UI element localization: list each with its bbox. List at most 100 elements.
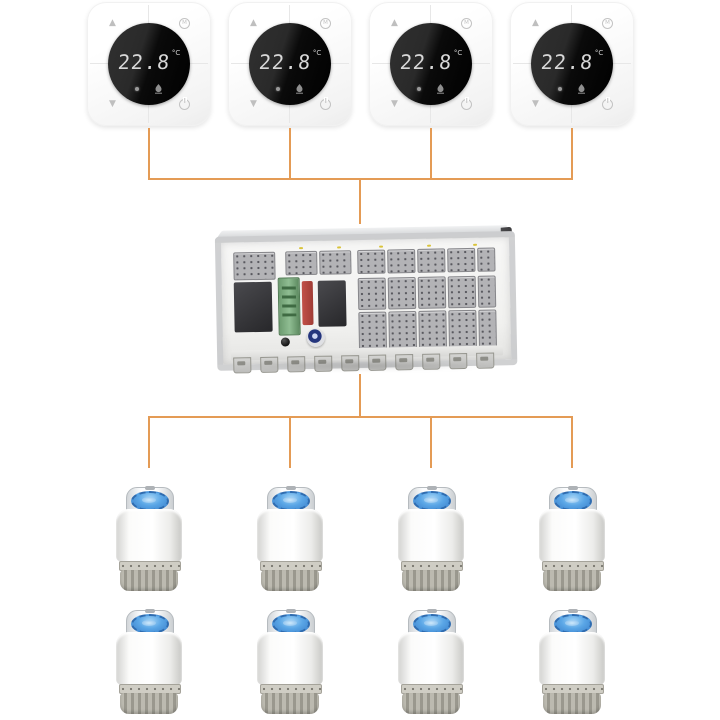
terminal-block (417, 248, 446, 273)
relay-component (317, 280, 347, 327)
terminal-block (357, 249, 386, 275)
arrow-down-icon: ▼ (532, 99, 539, 109)
thermostat-1: ▲ M ▼ 22.8°C (87, 2, 211, 126)
gear-dial-icon (413, 614, 451, 634)
actuator-base-ring (543, 693, 601, 714)
actuator-7 (398, 609, 464, 714)
terminal-block (285, 250, 318, 276)
cap-notch (427, 486, 437, 490)
terminal-block (387, 248, 416, 274)
terminal-block (478, 309, 498, 348)
actuator-body (257, 632, 323, 685)
terminal-block (387, 276, 417, 310)
temperature-readout: 22.8°C (390, 49, 472, 74)
display-icons (390, 79, 472, 98)
terminal-block (447, 247, 476, 273)
mode-letter: M (605, 20, 610, 26)
cap-notch (427, 609, 437, 613)
actuator-body (539, 509, 605, 562)
display: 22.8°C (531, 23, 613, 105)
status-dot-icon (558, 87, 563, 91)
actuator-base-ring (543, 570, 601, 591)
box-shadow (234, 361, 492, 370)
arrow-up-icon: ▲ (250, 18, 257, 28)
power-icon (179, 99, 190, 110)
connector-drop-thermostat-4 (571, 128, 573, 179)
actuator-3 (398, 486, 464, 591)
temperature-readout: 22.8°C (249, 49, 331, 74)
power-icon (461, 99, 472, 110)
mode-icon: M (320, 18, 331, 29)
power-icon (320, 99, 331, 110)
terminal-block (417, 276, 447, 309)
connector-drop-actuator-col-1 (148, 416, 150, 468)
gear-dial-icon (413, 491, 451, 511)
heating-icon (154, 84, 162, 94)
cap-notch (568, 486, 578, 490)
actuator-body (116, 632, 182, 685)
connector-bus-bottom (148, 416, 573, 418)
actuator-body (539, 632, 605, 685)
wiring-control-box (214, 223, 518, 374)
actuator-base-ring (402, 570, 460, 591)
terminal-block (477, 247, 496, 272)
led-indicator (473, 243, 478, 246)
mode-icon: M (179, 18, 190, 29)
arrow-up-icon: ▲ (391, 18, 398, 28)
actuator-body (257, 509, 323, 562)
green-terminal-component (277, 277, 301, 336)
terminal-block (388, 310, 418, 350)
thermostat-2: ▲ M ▼ 22.8°C (228, 2, 352, 126)
terminal-block (448, 309, 478, 349)
connector-stem-top (359, 178, 361, 224)
actuator-base-ring (120, 570, 178, 591)
terminal-block (447, 275, 477, 309)
display-icons (249, 79, 331, 98)
connector-drop-thermostat-2 (289, 128, 291, 179)
display: 22.8°C (108, 23, 190, 105)
arrow-down-icon: ▼ (391, 99, 398, 109)
temperature-readout: 22.8°C (108, 49, 190, 74)
temperature-value: 22.8 (398, 50, 453, 74)
gear-dial-icon (554, 614, 592, 634)
connector-drop-actuator-col-2 (289, 416, 291, 468)
cap-notch (286, 486, 296, 490)
mode-letter: M (323, 20, 328, 26)
heating-icon (577, 84, 585, 94)
arrow-down-icon: ▼ (109, 99, 116, 109)
led-indicator (337, 246, 342, 249)
led-indicator (299, 247, 304, 250)
mode-icon: M (461, 18, 472, 29)
actuator-8 (539, 609, 605, 714)
capacitor-component (280, 337, 290, 347)
status-dot-icon (417, 87, 422, 91)
temperature-unit: °C (171, 49, 181, 57)
heating-icon (295, 84, 303, 94)
temperature-unit: °C (312, 49, 322, 57)
connector-drop-thermostat-3 (430, 128, 432, 179)
gear-dial-icon (272, 491, 310, 511)
actuator-body (398, 509, 464, 562)
thermostat-4: ▲ M ▼ 22.8°C (510, 2, 634, 126)
power-icon (602, 99, 613, 110)
arrow-up-icon: ▲ (109, 18, 116, 28)
heating-icon (436, 84, 444, 94)
display-icons (531, 79, 613, 98)
cap-notch (145, 609, 155, 613)
mode-letter: M (182, 20, 187, 26)
connector-drop-actuator-col-4 (571, 416, 573, 468)
status-dot-icon (135, 87, 140, 91)
temperature-value: 22.8 (257, 50, 312, 74)
cap-notch (145, 486, 155, 490)
actuator-2 (257, 486, 323, 591)
actuator-base-ring (120, 693, 178, 714)
terminal-block (319, 250, 352, 275)
arrow-up-icon: ▲ (532, 18, 539, 28)
terminal-block (233, 251, 276, 281)
gear-dial-icon (272, 614, 310, 634)
connector-drop-actuator-col-3 (430, 416, 432, 468)
gear-dial-icon (554, 491, 592, 511)
actuator-5 (116, 609, 182, 714)
actuator-base-ring (402, 693, 460, 714)
display: 22.8°C (249, 23, 331, 105)
